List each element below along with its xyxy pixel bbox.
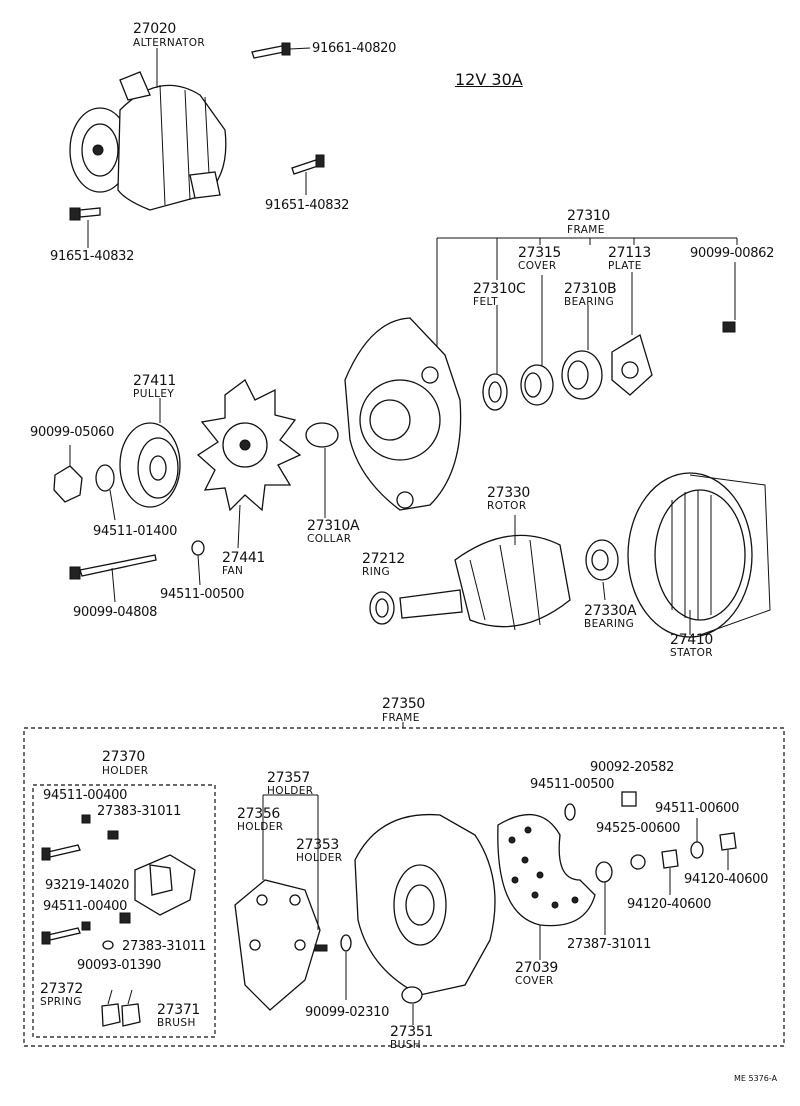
part-number-screw-93219-14020: 93219-14020 — [45, 878, 130, 893]
part-number-nut-94120-40600-a: 94120-40600 — [627, 897, 712, 912]
part-number-bolt-91651-40832-a: 91651-40832 — [265, 198, 350, 213]
holder-27356-drawing — [234, 794, 328, 1011]
part-name-fan: FAN — [222, 565, 244, 577]
collar-drawing — [305, 422, 339, 518]
bearing-27330a-drawing — [585, 539, 619, 601]
part-number-holder-27356: 27356 — [237, 806, 281, 822]
part-number-nut-90092-20582: 90092-20582 — [590, 760, 675, 775]
part-number-brush: 27371 — [157, 1002, 201, 1018]
part-name-stator: STATOR — [670, 647, 714, 659]
fan-drawing — [196, 379, 302, 549]
part-number-fan: 27441 — [222, 550, 266, 566]
washer-01400-drawing — [95, 464, 116, 521]
part-name-spring: SPRING — [40, 996, 82, 1008]
part-number-cover-27039: 27039 — [515, 960, 559, 976]
felt-drawing — [482, 373, 508, 411]
part-number-bearing-27330a: 27330A — [584, 603, 637, 619]
part-number-washer-94511-00400-b: 94511-00400 — [43, 899, 128, 914]
part-number-frame-27350: 27350 — [382, 696, 426, 712]
part-name-cover-27315: COVER — [518, 260, 557, 272]
part-number-screw-27383-31011-a: 27383-31011 — [97, 804, 182, 819]
part-number-plate: 27113 — [608, 245, 652, 261]
washer-02310-drawing — [340, 934, 352, 1000]
part-number-washer-94525-00600: 94525-00600 — [596, 821, 681, 836]
part-number-holder-27357: 27357 — [267, 770, 311, 786]
part-name-bush: BUSH — [390, 1039, 422, 1051]
part-number-screw-90099-00862: 90099-00862 — [690, 246, 775, 261]
part-number-screw-27383-31011-b: 27383-31011 — [122, 939, 207, 954]
part-number-felt: 27310C — [473, 281, 526, 297]
part-number-nut-90099-05060: 90099-05060 — [30, 425, 115, 440]
part-number-insulator-27387-31011: 27387-31011 — [567, 937, 652, 952]
screw-small-drawing — [722, 321, 736, 333]
cover-27039-drawing — [497, 813, 596, 960]
frame-27310-drawing — [344, 317, 462, 511]
part-number-rotor: 27330 — [487, 485, 531, 501]
part-name-pulley: PULLEY — [133, 388, 175, 400]
part-name-bearing-27330a: BEARING — [584, 618, 635, 630]
ring-drawing — [369, 591, 395, 625]
stator-drawing — [627, 472, 771, 638]
part-name-plate: PLATE — [608, 260, 642, 272]
part-number-washer-90099-02310: 90099-02310 — [305, 1005, 390, 1020]
part-name-bearing-27310b: BEARING — [564, 296, 615, 308]
drawing-code: ME 5376-A — [734, 1074, 778, 1083]
part-number-bolt-91661-40820: 91661-40820 — [312, 41, 397, 56]
rotor-drawing — [399, 515, 571, 631]
assembly-title: 12V 30A — [455, 70, 523, 89]
frame-27350-drawing — [354, 813, 496, 996]
part-number-bearing-27310b: 27310B — [564, 281, 617, 297]
part-number-bolt-91651-40832-b: 91651-40832 — [50, 249, 135, 264]
part-name-rotor: ROTOR — [487, 500, 527, 512]
part-number-frame-27310: 27310 — [567, 208, 611, 224]
bearing-27310b-drawing — [561, 350, 603, 400]
part-number-stator: 27410 — [670, 632, 714, 648]
part-number-nut-94120-40600-b: 94120-40600 — [684, 872, 769, 887]
part-number-washer-94511-01400: 94511-01400 — [93, 524, 178, 539]
bush-drawing — [401, 986, 423, 1025]
part-number-alternator: 27020 — [133, 21, 177, 37]
cover-27315-drawing — [520, 364, 554, 406]
part-number-pulley: 27411 — [133, 373, 177, 389]
part-name-holder-27370: HOLDER — [102, 765, 149, 777]
part-number-washer-94511-00400-a: 94511-00400 — [43, 788, 128, 803]
part-name-frame-27350: FRAME — [382, 712, 420, 724]
part-number-ring: 27212 — [362, 551, 406, 567]
part-number-collar: 27310A — [307, 518, 360, 534]
part-number-holder-27370: 27370 — [102, 749, 146, 765]
part-name-collar: COLLAR — [307, 533, 352, 545]
bolt-left-drawing — [69, 207, 101, 248]
long-bolt-drawing — [69, 554, 157, 603]
part-name-brush: BRUSH — [157, 1017, 196, 1029]
bolt-mid-drawing — [291, 154, 325, 195]
part-name-ring: RING — [362, 566, 390, 578]
part-name-cover-27039: COVER — [515, 975, 554, 987]
part-name-holder-27353: HOLDER — [296, 852, 343, 864]
nut-drawing — [53, 445, 83, 503]
part-number-washer-94511-00600: 94511-00600 — [655, 801, 740, 816]
part-number-washer-90093-01390: 90093-01390 — [77, 958, 162, 973]
holder-27370-parts-drawing — [41, 814, 196, 1027]
part-number-cover-27315: 27315 — [518, 245, 562, 261]
alternator-assembly-drawing — [69, 48, 227, 211]
part-name-felt: FELT — [473, 296, 499, 308]
bolt-top-drawing — [251, 42, 311, 59]
pulley-drawing — [119, 398, 181, 508]
part-name-holder-27356: HOLDER — [237, 821, 284, 833]
part-number-washer-94511-00500-a: 94511-00500 — [160, 587, 245, 602]
part-name-alternator: ALTERNATOR — [133, 37, 206, 49]
hardware-right-drawing — [564, 791, 737, 935]
part-name-holder-27357: HOLDER — [267, 785, 314, 797]
part-number-holder-27353: 27353 — [296, 837, 340, 853]
part-number-washer-94511-00500-b: 94511-00500 — [530, 777, 615, 792]
part-number-bush: 27351 — [390, 1024, 434, 1040]
part-name-frame-27310: FRAME — [567, 224, 605, 236]
part-number-spring: 27372 — [40, 981, 84, 997]
frame-27350-box — [23, 722, 785, 1047]
washer-00500-drawing — [191, 540, 205, 586]
part-number-bolt-90099-04808: 90099-04808 — [73, 605, 158, 620]
plate-drawing — [611, 334, 653, 396]
